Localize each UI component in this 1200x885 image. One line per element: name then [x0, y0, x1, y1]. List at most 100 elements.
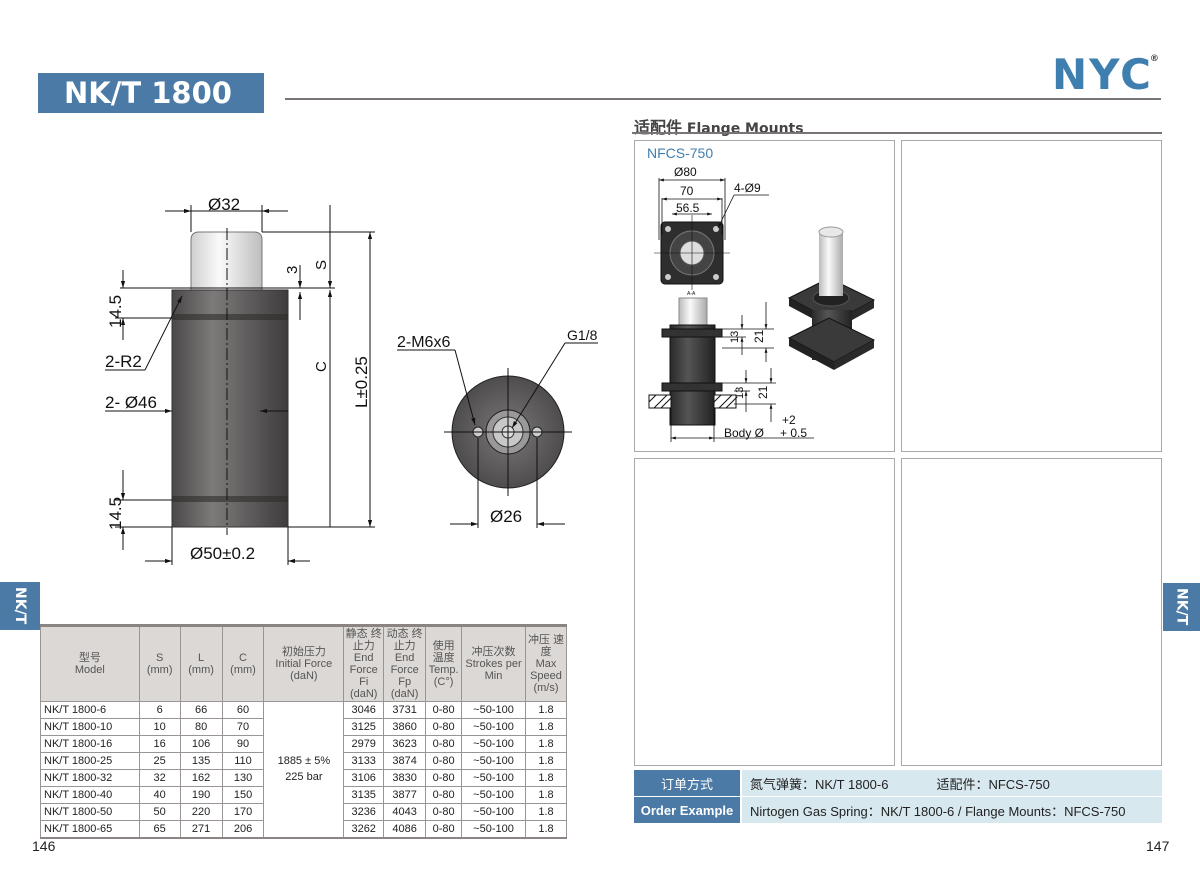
header-en: (mm) — [146, 664, 173, 676]
tolerance-plus: +2 — [782, 413, 796, 427]
order-value-en: Nirtogen Gas Spring：NK/T 1800-6 / Flange… — [742, 797, 1162, 823]
heading-en: Flange Mounts — [686, 121, 804, 137]
inner-label: 56.5 — [676, 201, 700, 215]
body-length-label: C — [313, 361, 330, 372]
table-cell: 3262 — [343, 820, 385, 838]
body-dia-label: Body Ø — [724, 426, 764, 440]
table-cell: 0-80 — [425, 701, 463, 719]
radius-label: 2-R2 — [105, 352, 142, 371]
nyc-logo: NYC® — [1052, 50, 1159, 99]
table-cell: 1.8 — [524, 752, 568, 770]
total-length-label: L±0.25 — [352, 356, 371, 408]
side-tab-left[interactable]: NK/T — [0, 582, 40, 630]
table-cell: 70 — [221, 718, 265, 736]
table-cell: ~50-100 — [461, 718, 526, 736]
accessory-panel-empty — [634, 458, 895, 766]
header-cn: L — [198, 652, 205, 664]
gas-spring-end-view — [444, 368, 572, 496]
table-cell: 3731 — [383, 701, 427, 719]
header-cn: S — [155, 652, 164, 664]
table-cell: 3877 — [383, 786, 427, 804]
stroke-label: S — [313, 260, 330, 270]
header-en: Model — [74, 664, 105, 676]
header-divider — [285, 98, 1161, 100]
table-cell: 40 — [138, 786, 181, 804]
flange-top-view — [654, 215, 730, 290]
table-cell: ~50-100 — [461, 803, 526, 821]
order-spring-cn: 氮气弹簧：NK/T 1800-6 — [750, 776, 889, 792]
table-cell: 0-80 — [425, 820, 463, 838]
flange-thickness-1: 13 — [729, 331, 741, 343]
table-cell: 0-80 — [425, 786, 463, 804]
panel-title: NFCS-750 — [647, 145, 714, 161]
table-cell: 3830 — [383, 769, 427, 787]
column-header: L(mm) — [179, 625, 223, 702]
table-cell: NK/T 1800-16 — [40, 735, 140, 753]
table-cell: ~50-100 — [461, 752, 526, 770]
header-en: Temp. (C°) — [428, 664, 459, 688]
table-cell: 0-80 — [425, 752, 463, 770]
table-cell: 0-80 — [425, 803, 463, 821]
section-divider — [632, 132, 1162, 134]
tolerance-minus: + 0.5 — [780, 426, 807, 440]
header-en: Initial Force (daN) — [275, 658, 333, 682]
table-cell: 206 — [221, 820, 265, 838]
table-cell: 220 — [179, 803, 223, 821]
table-cell: ~50-100 — [461, 701, 526, 719]
page-title: NK/T 1800 — [38, 73, 264, 113]
flange-mount-drawing: Ø80 70 56.5 4-Ø9 A-A 13 21 13 21 Body Ø … — [648, 165, 876, 442]
pressure: 225 bar — [285, 771, 323, 784]
rod-diameter-label: Ø32 — [208, 195, 240, 214]
side-tab-right[interactable]: NK/T — [1163, 583, 1200, 631]
header-en: Max Speed (m/s) — [530, 658, 562, 694]
groove-diameter-label: 2- Ø46 — [105, 393, 157, 412]
holes-label: 4-Ø9 — [734, 181, 761, 195]
accessory-panel-nfcs-750 — [634, 140, 895, 452]
table-cell: 60 — [221, 701, 265, 719]
table-cell: 65 — [138, 820, 181, 838]
table-cell: 25 — [138, 752, 181, 770]
page-number-right: 147 — [1146, 838, 1170, 854]
table-cell: 3623 — [383, 735, 427, 753]
table-cell: 66 — [179, 701, 223, 719]
gas-spring-side-view — [171, 228, 289, 535]
groove-top-label: 14.5 — [106, 295, 125, 328]
header-cn: 使用 温度 — [432, 640, 455, 664]
header-en: End Force Fp (daN) — [390, 652, 419, 700]
accessory-panel-empty — [901, 140, 1162, 452]
header-cn: 冲压 速度 — [527, 634, 564, 658]
table-cell: 106 — [179, 735, 223, 753]
table-cell: 130 — [221, 769, 265, 787]
table-cell: 1.8 — [524, 718, 568, 736]
table-cell: 6 — [138, 701, 181, 719]
column-header: C(mm) — [221, 625, 265, 702]
table-cell: NK/T 1800-10 — [40, 718, 140, 736]
table-cell: 190 — [179, 786, 223, 804]
table-cell: 0-80 — [425, 769, 463, 787]
table-cell: 3874 — [383, 752, 427, 770]
table-cell: 3046 — [343, 701, 385, 719]
table-cell: 4086 — [383, 820, 427, 838]
outer-dia-label: Ø80 — [674, 165, 697, 179]
order-mount-cn: 适配件：NFCS-750 — [936, 776, 1050, 792]
table-cell: 1.8 — [524, 803, 568, 821]
header-cn: 静态 终止力 — [345, 628, 382, 652]
table-cell: ~50-100 — [461, 820, 526, 838]
order-label-en: Order Example — [634, 797, 740, 823]
column-header: S(mm) — [138, 625, 181, 702]
table-cell: 50 — [138, 803, 181, 821]
table-cell: 1.8 — [524, 701, 568, 719]
table-cell: NK/T 1800-6 — [40, 701, 140, 719]
table-cell: 3106 — [343, 769, 385, 787]
table-cell: 1.8 — [524, 769, 568, 787]
table-cell: 0-80 — [425, 718, 463, 736]
table-cell: 16 — [138, 735, 181, 753]
table-cell: ~50-100 — [461, 786, 526, 804]
